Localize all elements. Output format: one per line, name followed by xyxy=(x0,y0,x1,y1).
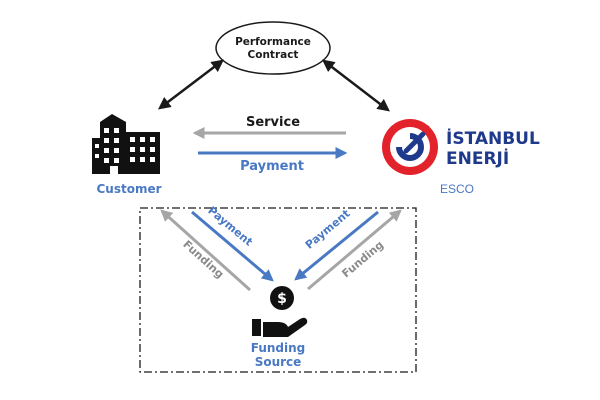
right-payment-label: Payment xyxy=(303,207,353,252)
funding-boundary xyxy=(139,207,417,373)
contract-title-line2: Contract xyxy=(248,49,299,61)
customer-label: Customer xyxy=(96,182,161,196)
contract-esco-arrow xyxy=(322,59,390,112)
customer-to-funding-payment-arrow xyxy=(191,210,274,282)
funding-source-label-line1: Funding xyxy=(251,341,306,355)
contract-customer-arrow xyxy=(158,59,224,110)
istanbul-enerji-logo xyxy=(382,119,438,175)
contract-title-line1: Performance xyxy=(235,36,311,48)
funding-to-customer-arrow xyxy=(160,209,252,292)
esco-brand-line1: İSTANBUL xyxy=(446,127,540,149)
funding-to-esco-arrow xyxy=(307,209,402,291)
service-label: Service xyxy=(246,115,300,130)
esco-to-funding-payment-arrow xyxy=(294,210,379,281)
esco-brand-line2: ENERJİ xyxy=(446,147,509,169)
esco-label: ESCO xyxy=(440,182,474,196)
office-building-icon xyxy=(92,114,160,174)
right-funding-label: Funding xyxy=(339,238,386,280)
left-payment-label: Payment xyxy=(205,204,255,249)
payment-label: Payment xyxy=(240,159,304,174)
performance-contract-node: Performance Contract xyxy=(215,21,331,75)
funding-source-label-line2: Source xyxy=(255,355,302,369)
left-funding-label: Funding xyxy=(180,238,226,281)
hand-holding-dollar-icon: $ xyxy=(252,286,308,337)
coin-symbol: $ xyxy=(277,291,287,307)
